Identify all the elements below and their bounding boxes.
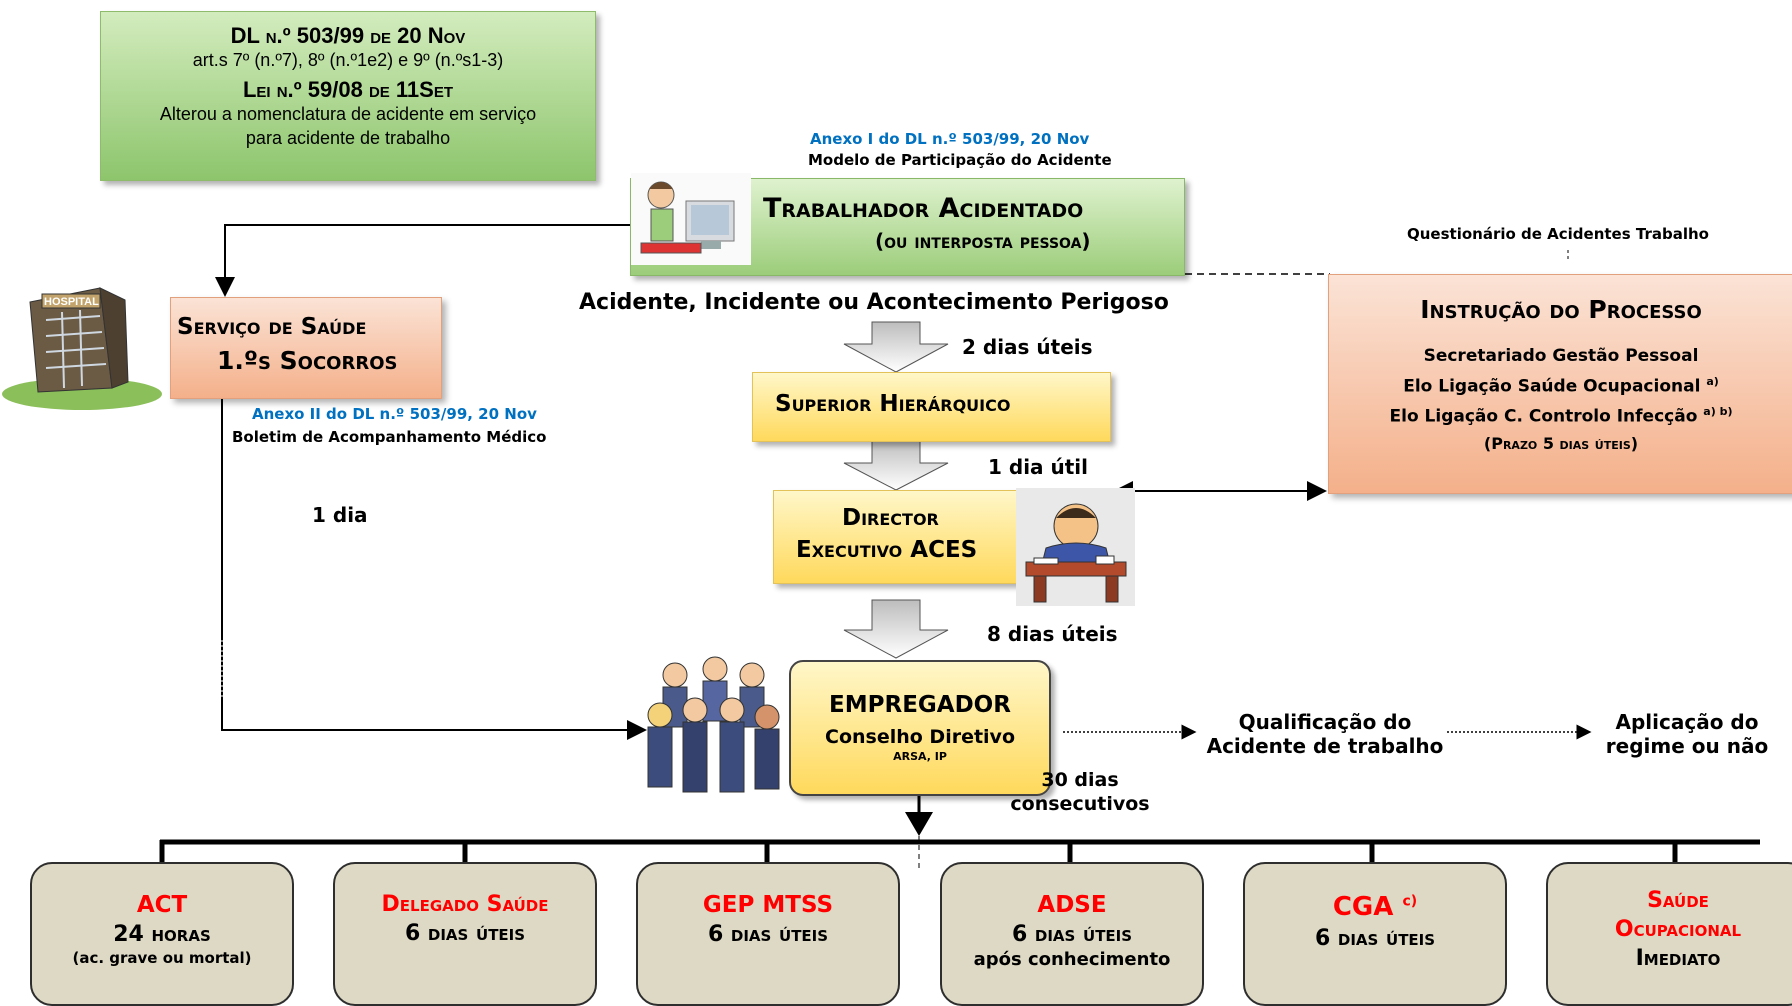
destination-deadline: 6 dias úteis: [1011, 922, 1133, 947]
health-service-box: Serviço de Saúde 1.ºs Socorros: [170, 297, 442, 399]
destination-deadline: Imediato: [1635, 946, 1721, 971]
lei-title: Lei n.º 59/08 de 11Set: [242, 77, 454, 102]
destination-deadline: 24 horas: [113, 922, 211, 947]
employer-time-line2: consecutivos: [1010, 793, 1150, 815]
instruction-line2: Elo Ligação Saúde Ocupacional: [1403, 376, 1701, 397]
director-line2: Executivo ACES: [796, 537, 978, 563]
lei-note-2: para acidente de trabalho: [245, 128, 451, 148]
director-time-after: 8 dias úteis: [987, 622, 1118, 646]
anexo2-title: Anexo II do DL n.º 503/99, 20 Nov: [252, 405, 537, 423]
employer-time: 30 dias consecutivos: [1010, 768, 1150, 816]
employer-org: ARSA, IP: [893, 750, 947, 763]
destination-name-2: Ocupacional: [1614, 917, 1742, 942]
line-health-to-employer: [221, 397, 647, 740]
block-arrow-2: [843, 439, 949, 491]
qualification-line2: Acidente de trabalho: [1206, 734, 1444, 758]
anexo1-title: Anexo I do DL n.º 503/99, 20 Nov: [810, 130, 1090, 148]
superior-box: Superior Hierárquico: [752, 372, 1111, 442]
hospital-icon: HOSPITAL: [2, 287, 162, 410]
application-line1: Aplicação do: [1615, 710, 1759, 734]
anexo1-subtitle: Modelo de Participação do Acidente: [808, 151, 1112, 169]
anexo2-subtitle: Boletim de Acompanhamento Médico: [232, 428, 547, 446]
destination-name: ACT: [136, 892, 188, 918]
destination-name: Delegado Saúde: [381, 892, 549, 917]
block-arrow-3: [843, 599, 949, 659]
destination-gep-mtss: GEP MTSS 6 dias úteis: [636, 862, 900, 1006]
destination-deadline: 6 dias úteis: [1314, 926, 1436, 951]
destination-name-sup: c): [1402, 893, 1418, 910]
destination-delegado-saude: Delegado Saúde 6 dias úteis: [333, 862, 597, 1006]
destination-adse: ADSE 6 dias úteis após conhecimento: [940, 862, 1204, 1006]
destination-name: CGA: [1332, 892, 1394, 922]
instruction-title: Instrução do Processo: [1420, 295, 1702, 324]
employer-time-line1: 30 dias: [1041, 769, 1119, 791]
destination-name: GEP MTSS: [702, 892, 834, 918]
employer-box: EMPREGADOR Conselho Diretivo ARSA, IP: [789, 660, 1051, 796]
line-worker-to-health: [215, 224, 630, 297]
law-reference-box: DL n.º 503/99 de 20 Nov art.s 7º (n.º7),…: [100, 11, 596, 181]
dl-title: DL n.º 503/99 de 20 Nov: [230, 23, 466, 48]
block-arrow-1: [843, 321, 949, 373]
questionnaire-label: Questionário de Acidentes Trabalho: [1407, 225, 1709, 243]
instruction-line3-sup: a) b): [1703, 404, 1733, 418]
destination-deadline: 6 dias úteis: [404, 921, 526, 946]
destination-name: Saúde: [1647, 888, 1709, 913]
destination-name: ADSE: [1037, 892, 1107, 918]
director-time-before: 1 dia útil: [988, 455, 1089, 479]
instruction-deadline: (Prazo 5 dias úteis): [1483, 434, 1639, 454]
one-day-label: 1 dia: [312, 503, 368, 527]
director-box: Director Executivo ACES: [773, 490, 1023, 584]
destination-act: ACT 24 horas (ac. grave ou mortal): [30, 862, 294, 1006]
employer-subtitle: Conselho Diretivo: [825, 726, 1015, 748]
health-line2: 1.ºs Socorros: [217, 346, 398, 375]
destination-note: (ac. grave ou mortal): [72, 949, 252, 967]
instruction-line1: Secretariado Gestão Pessoal: [1423, 346, 1699, 366]
worker-title: Trabalhador Acidentado: [763, 193, 1084, 224]
destination-deadline: 6 dias úteis: [707, 922, 829, 947]
destination-note: após conhecimento: [973, 949, 1171, 970]
dl-articles: art.s 7º (n.º7), 8º (n.º1e2) e 9º (n.ºs1…: [192, 50, 504, 70]
destination-cga: CGA c) 6 dias úteis: [1243, 862, 1507, 1006]
employer-title: EMPREGADOR: [829, 692, 1011, 718]
superior-label: Superior Hierárquico: [775, 391, 1011, 417]
instruction-line2-sup: a): [1706, 375, 1719, 388]
instruction-line3: Elo Ligação C. Controlo Infecção: [1389, 406, 1698, 427]
destination-saude-ocupacional: Saúde Ocupacional Imediato: [1546, 862, 1792, 1006]
worker-computer-icon: [631, 173, 751, 265]
employer-down-arrow: [905, 812, 933, 836]
lei-note-1: Alterou a nomenclatura de acidente em se…: [159, 104, 537, 124]
director-desk-icon: [1016, 488, 1135, 606]
application-line2: regime ou não: [1605, 734, 1769, 758]
director-line1: Director: [842, 505, 939, 531]
instruction-box: Instrução do Processo Secretariado Gestã…: [1328, 274, 1792, 494]
application-label: Aplicação do regime ou não: [1598, 710, 1776, 758]
health-line1: Serviço de Saúde: [177, 314, 367, 340]
superior-time: 2 dias úteis: [962, 335, 1093, 359]
qualification-label: Qualificação do Acidente de trabalho: [1190, 710, 1460, 758]
worker-subtitle: (ou interposta pessoa): [875, 229, 1091, 253]
qualification-line1: Qualificação do: [1238, 710, 1412, 734]
event-label: Acidente, Incidente ou Acontecimento Per…: [579, 290, 1169, 315]
hospital-sign: HOSPITAL: [44, 296, 99, 308]
employees-group-icon: [647, 656, 780, 793]
